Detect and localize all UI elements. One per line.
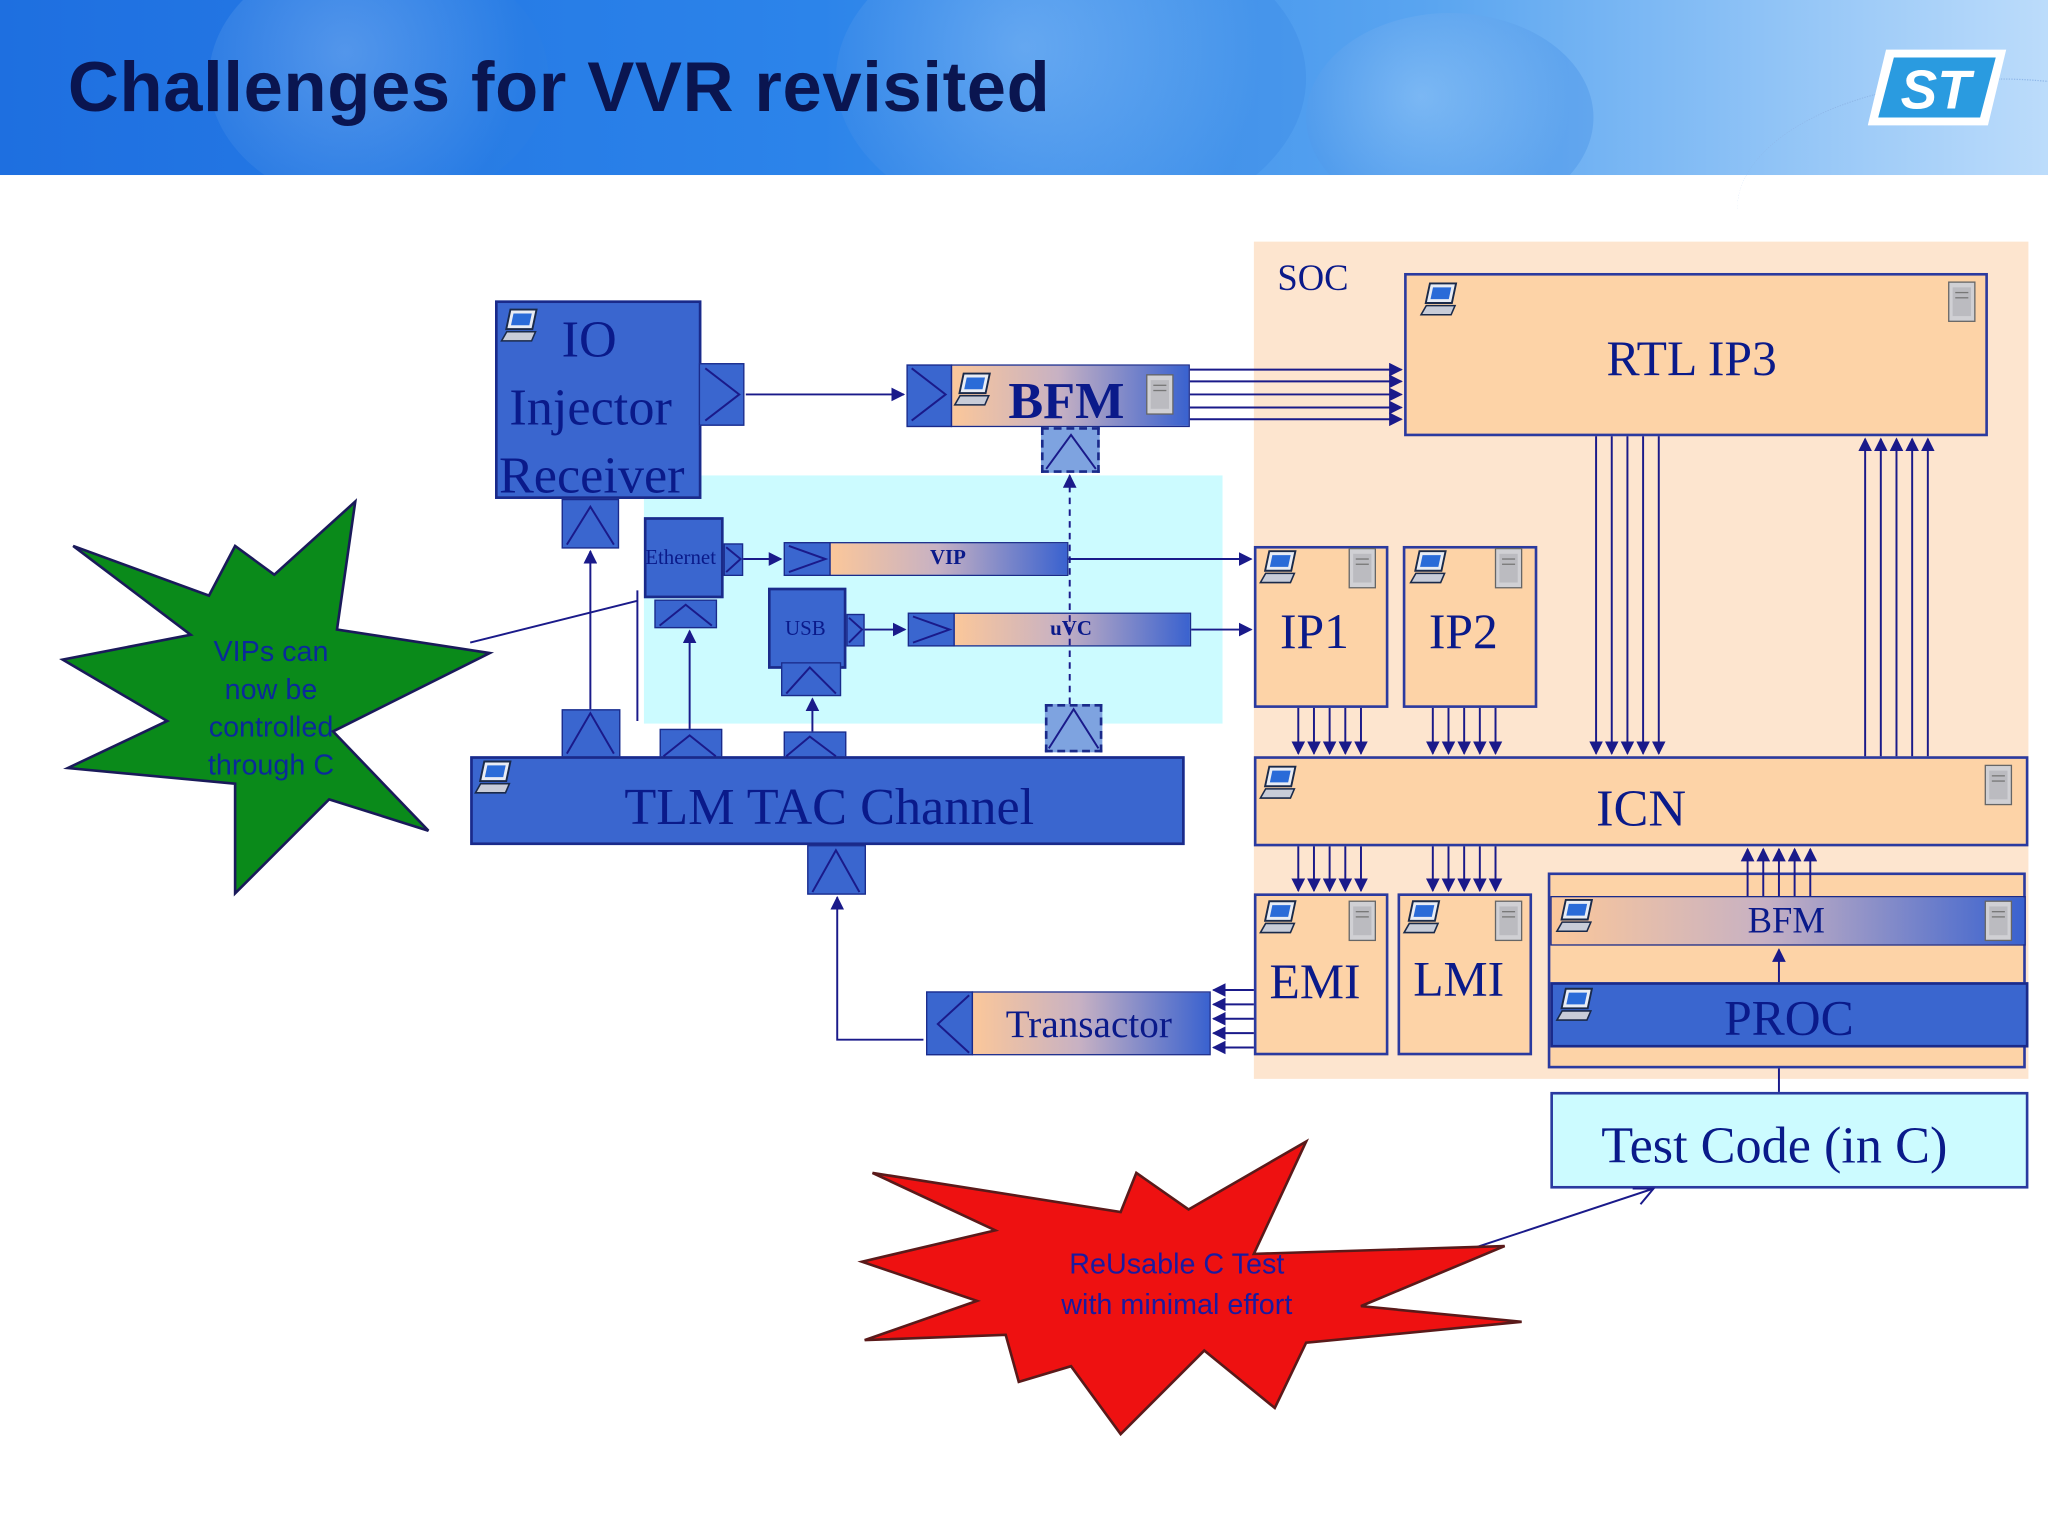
test-code-block: [1550, 1091, 2029, 1189]
proc-block: [1550, 982, 2029, 1048]
red-star-callout: [857, 1138, 1522, 1437]
tlm-dashed-port: [1044, 703, 1103, 753]
transactor-port: [926, 991, 974, 1056]
transactor-block: [971, 991, 1211, 1056]
rtl-ip3-label: RTL IP3: [1606, 331, 1777, 387]
green-star-callout: [59, 498, 495, 897]
vip-label: VIP: [929, 547, 966, 570]
io-label-line3: Receiver: [498, 445, 685, 505]
vip-block: [829, 542, 1069, 576]
bfm-proc-label: BFM: [1747, 901, 1825, 942]
ip1-label: IP1: [1279, 604, 1349, 660]
lmi-label: LMI: [1413, 952, 1505, 1008]
red-callout-line: ReUsable C Test: [1069, 1247, 1285, 1280]
tlm-tac-channel-label: TLM TAC Channel: [624, 777, 1035, 836]
green-callout-text: VIPs can now be controlled through C: [157, 632, 386, 784]
red-callout-text: ReUsable C Test with minimal effort: [993, 1243, 1361, 1324]
usb-output-port: [846, 613, 865, 647]
green-callout-line: controlled: [208, 710, 334, 744]
background-globe-decoration: [1306, 13, 1594, 176]
soc-label: SOC: [1277, 258, 1349, 300]
green-callout-line: through C: [207, 748, 335, 782]
ip2-label: IP2: [1428, 604, 1498, 660]
slide-header: [0, 0, 2048, 176]
red-callout-line: with minimal effort: [1061, 1287, 1293, 1321]
io-label-line2: Injector: [509, 377, 672, 437]
background-globe-decoration: [835, 0, 1307, 176]
uvc-label: uVC: [1050, 617, 1092, 640]
io-label-line1: IO: [561, 309, 617, 369]
ethernet-bottom-port: [654, 599, 718, 629]
background-globe-decoration: [208, 0, 549, 176]
usb-label: USB: [784, 617, 826, 640]
transactor-label: Transactor: [1005, 1003, 1172, 1047]
tlm-tac-channel-block: [470, 756, 1185, 846]
green-callout-line: VIPs can: [213, 634, 329, 668]
st-logo-icon: ST: [1867, 49, 2007, 126]
bfm-top-label: BFM: [1008, 370, 1125, 430]
icn-block: [1253, 756, 2029, 847]
laptop-icon: [474, 282, 1593, 1022]
slide-title: Challenges for VVR revisited: [67, 48, 1051, 127]
green-callout-line: now be: [224, 672, 318, 706]
io-output-port: [698, 363, 745, 426]
ethernet-output-port: [723, 543, 744, 576]
usb-block: [767, 587, 847, 669]
test-code-label: Test Code (in C): [1601, 1115, 1948, 1175]
emi-label: EMI: [1269, 954, 1361, 1010]
bfm-dashed-port: [1040, 427, 1100, 473]
rtl-ip3-block: [1404, 272, 1988, 437]
bfm-proc-block: [1550, 895, 2026, 946]
proc-label: PROC: [1724, 991, 1854, 1047]
vip-region: [643, 475, 1223, 724]
uvc-block: [953, 612, 1192, 647]
ethernet-label: Ethernet: [645, 547, 717, 570]
ethernet-block: [643, 517, 724, 599]
svg-text:ST: ST: [1901, 58, 1976, 120]
icn-label: ICN: [1596, 778, 1687, 838]
